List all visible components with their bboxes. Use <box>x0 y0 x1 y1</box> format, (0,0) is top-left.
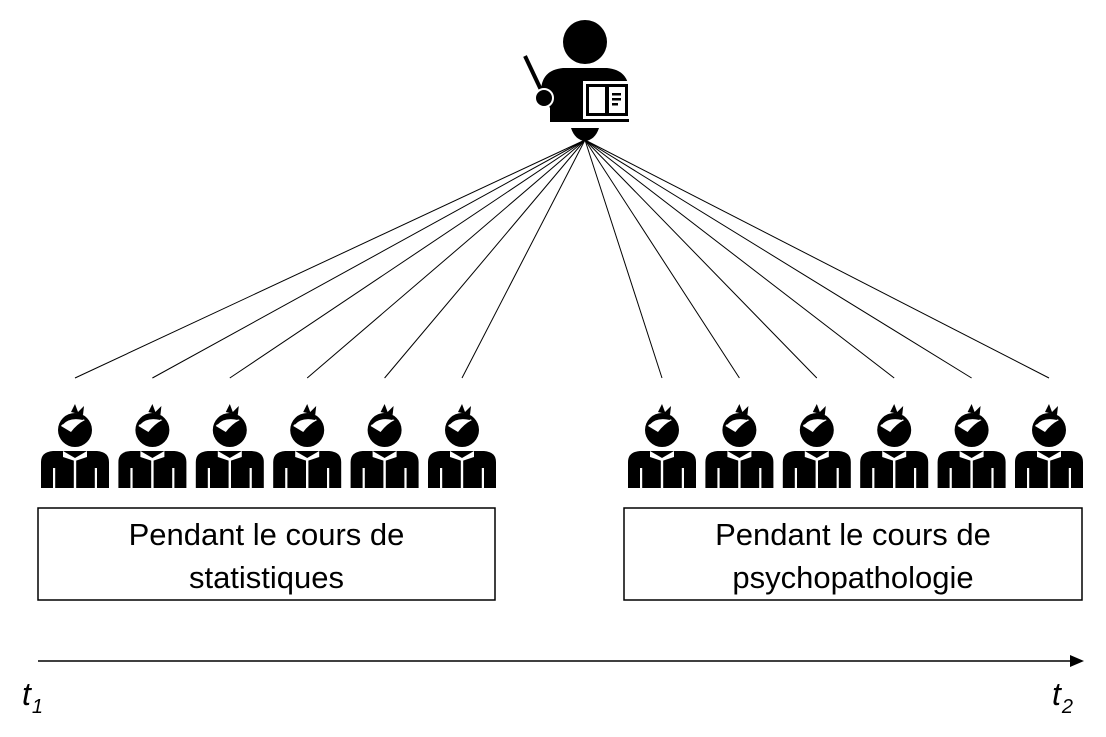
connection-line <box>461 139 586 379</box>
connection-line <box>584 139 972 379</box>
connection-lines <box>74 139 1050 379</box>
connection-line <box>584 139 895 379</box>
group-box-statistics <box>37 507 496 601</box>
group-label-statistics-line1: Pendant le cours de <box>129 517 405 552</box>
student-icon <box>1014 403 1084 489</box>
timeline-start-label: t1 <box>22 676 43 718</box>
group-label-psychopathology-line1: Pendant le cours de <box>715 517 991 552</box>
group-label-statistics-line2: statistiques <box>189 560 344 595</box>
connection-line <box>229 139 586 379</box>
student-icon <box>117 403 188 489</box>
connection-line <box>584 139 663 379</box>
student-icon <box>272 403 343 489</box>
student-icon <box>627 403 697 489</box>
group-label-psychopathology-line2: psychopathologie <box>732 560 973 595</box>
students <box>40 403 1084 489</box>
student-icon <box>349 403 420 489</box>
connection-line <box>74 139 586 379</box>
connection-line <box>584 139 740 379</box>
student-icon <box>427 403 497 489</box>
connection-line <box>584 139 1050 379</box>
connection-line <box>384 139 586 379</box>
student-icon <box>194 403 265 489</box>
student-icon <box>859 403 930 489</box>
group-box-psychopathology <box>623 507 1083 601</box>
connection-line <box>306 139 586 379</box>
timeline-arrowhead <box>1070 655 1084 667</box>
connection-line <box>584 139 818 379</box>
student-icon <box>936 403 1007 489</box>
student-icon <box>40 403 110 489</box>
connection-line <box>152 139 586 379</box>
timeline-end-label: t2 <box>1052 676 1073 718</box>
teacher-with-pointer-and-book-icon <box>523 20 631 141</box>
student-icon <box>781 403 852 489</box>
student-icon <box>704 403 775 489</box>
